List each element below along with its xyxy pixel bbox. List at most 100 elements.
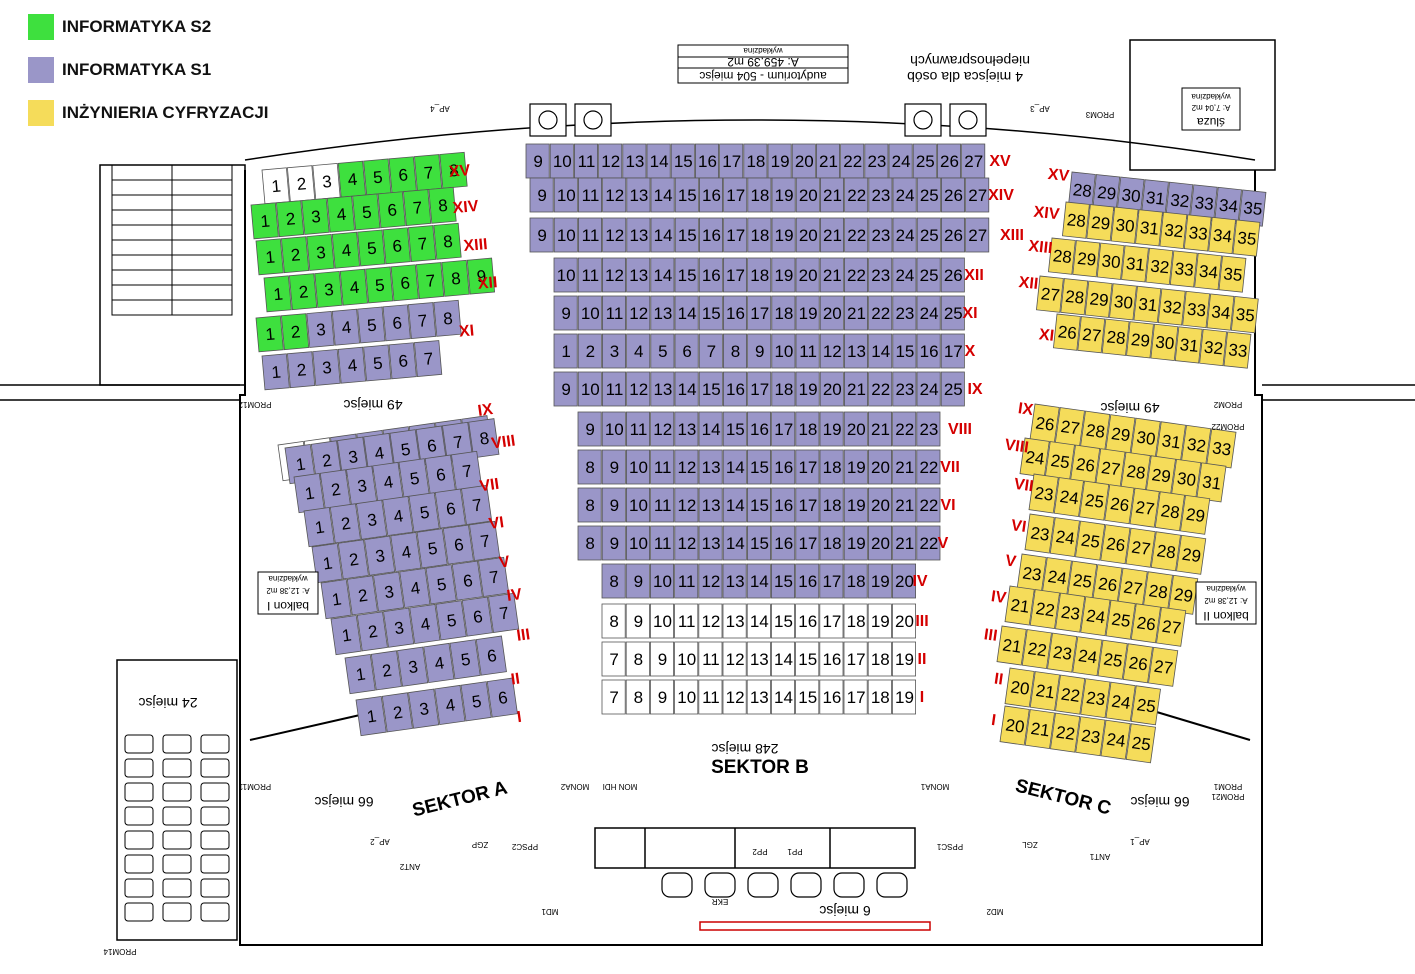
seat[interactable] xyxy=(320,578,352,620)
seat[interactable] xyxy=(390,531,422,573)
stage-chair[interactable] xyxy=(747,872,779,898)
seat[interactable] xyxy=(965,217,990,253)
side-seat[interactable] xyxy=(162,734,192,754)
seat[interactable] xyxy=(819,333,844,369)
seat[interactable] xyxy=(306,310,335,348)
seat[interactable] xyxy=(1174,326,1203,364)
seat[interactable] xyxy=(867,525,892,561)
seat[interactable] xyxy=(408,492,440,533)
side-seat[interactable] xyxy=(162,902,192,922)
seat[interactable] xyxy=(461,484,493,525)
side-seat[interactable] xyxy=(200,830,230,850)
seat[interactable] xyxy=(771,217,796,253)
seat[interactable] xyxy=(1079,480,1110,521)
seat[interactable] xyxy=(408,688,440,729)
seat[interactable] xyxy=(626,371,651,407)
seat[interactable] xyxy=(1084,280,1113,318)
seat[interactable] xyxy=(578,177,603,213)
seat[interactable] xyxy=(1055,674,1086,715)
seat[interactable] xyxy=(650,371,675,407)
seat[interactable] xyxy=(602,177,627,213)
seat[interactable] xyxy=(650,563,675,599)
side-seat[interactable] xyxy=(124,878,154,898)
seat[interactable] xyxy=(746,525,771,561)
seat[interactable] xyxy=(1024,513,1055,554)
seat[interactable] xyxy=(940,177,965,213)
seat[interactable] xyxy=(1028,473,1059,514)
seat[interactable] xyxy=(461,596,493,637)
seat[interactable] xyxy=(650,217,675,253)
seat[interactable] xyxy=(1053,313,1081,351)
seat[interactable] xyxy=(1049,517,1080,558)
seat[interactable] xyxy=(314,270,343,308)
seat[interactable] xyxy=(578,217,603,253)
seat[interactable] xyxy=(795,177,820,213)
seat[interactable] xyxy=(1109,283,1137,321)
side-seat[interactable] xyxy=(200,782,230,802)
seat[interactable] xyxy=(722,641,747,677)
seat[interactable] xyxy=(940,217,965,253)
seat[interactable] xyxy=(1148,646,1179,687)
seat[interactable] xyxy=(1036,275,1064,313)
seat[interactable] xyxy=(722,411,747,447)
seat[interactable] xyxy=(326,195,356,233)
seat[interactable] xyxy=(650,641,675,677)
seat[interactable] xyxy=(722,257,747,293)
side-seat[interactable] xyxy=(162,854,192,874)
side-seat[interactable] xyxy=(162,878,192,898)
seat[interactable] xyxy=(1154,491,1185,532)
seat[interactable] xyxy=(601,563,626,599)
seat[interactable] xyxy=(843,641,868,677)
seat[interactable] xyxy=(433,222,462,260)
seat[interactable] xyxy=(698,563,723,599)
seat[interactable] xyxy=(626,295,651,331)
seat[interactable] xyxy=(337,346,367,384)
seat[interactable] xyxy=(529,177,554,213)
seat[interactable] xyxy=(723,177,748,213)
seat[interactable] xyxy=(377,191,406,229)
seat[interactable] xyxy=(553,333,578,369)
seat[interactable] xyxy=(280,313,310,351)
seat[interactable] xyxy=(698,487,723,523)
seat[interactable] xyxy=(1122,643,1153,684)
seat[interactable] xyxy=(1101,318,1130,356)
seat[interactable] xyxy=(357,229,386,267)
seat[interactable] xyxy=(1230,296,1259,334)
seat[interactable] xyxy=(1145,247,1174,285)
seat[interactable] xyxy=(577,525,602,561)
seat[interactable] xyxy=(771,371,796,407)
side-seat[interactable] xyxy=(200,734,230,754)
seat[interactable] xyxy=(674,487,699,523)
seat[interactable] xyxy=(1126,321,1154,359)
seat[interactable] xyxy=(819,411,844,447)
seat[interactable] xyxy=(1050,712,1081,753)
seat[interactable] xyxy=(867,603,892,639)
seat[interactable] xyxy=(843,487,868,523)
seat[interactable] xyxy=(626,257,651,293)
seat[interactable] xyxy=(1110,206,1139,244)
seat[interactable] xyxy=(1080,678,1111,719)
seat[interactable] xyxy=(1156,606,1187,647)
seat[interactable] xyxy=(402,189,432,226)
seat[interactable] xyxy=(650,257,675,293)
seat[interactable] xyxy=(469,520,501,561)
seat[interactable] xyxy=(892,217,917,253)
seat[interactable] xyxy=(363,344,392,382)
seat[interactable] xyxy=(1232,219,1261,257)
seat[interactable] xyxy=(795,411,820,447)
seat[interactable] xyxy=(433,299,462,337)
seat[interactable] xyxy=(428,186,457,224)
seat[interactable] xyxy=(311,542,343,584)
seat[interactable] xyxy=(795,295,820,331)
seat[interactable] xyxy=(553,371,578,407)
seat[interactable] xyxy=(916,487,941,523)
seat[interactable] xyxy=(1121,245,1149,283)
seat[interactable] xyxy=(891,603,916,639)
seat[interactable] xyxy=(843,411,868,447)
seat[interactable] xyxy=(674,371,699,407)
seat[interactable] xyxy=(698,295,723,331)
seat[interactable] xyxy=(819,641,844,677)
stage-chair[interactable] xyxy=(790,872,822,898)
seat[interactable] xyxy=(698,411,723,447)
seat[interactable] xyxy=(466,257,496,295)
